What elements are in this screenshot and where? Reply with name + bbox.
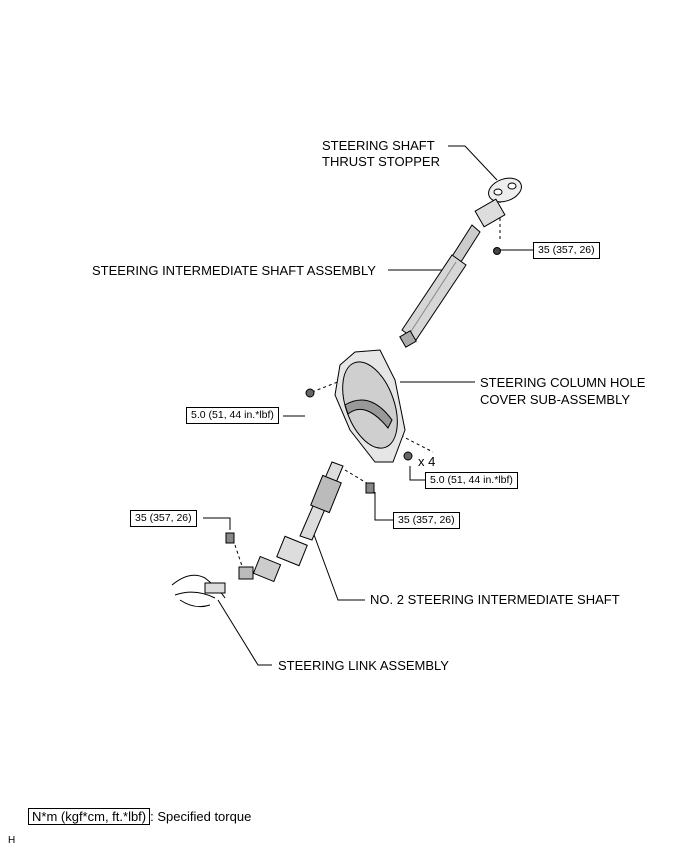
torque-cover-left: 5.0 (51, 44 in.*lbf) [186, 407, 279, 424]
leader-middle-bolt [374, 492, 393, 521]
thrust-stopper-part [488, 177, 522, 203]
torque-middle-bolt: 35 (357, 26) [393, 512, 460, 529]
torque-cover-right: 5.0 (51, 44 in.*lbf) [425, 472, 518, 489]
label-thrust-stopper-line2: THRUST STOPPER [322, 154, 440, 169]
label-thrust-stopper-line1: STEERING SHAFT [322, 138, 435, 153]
intermediate-shaft-part [399, 198, 506, 348]
label-hole-cover-line1: STEERING COLUMN HOLE [480, 375, 646, 390]
leader-no2-shaft [312, 531, 365, 601]
legend-key: N*m (kgf*cm, ft.*lbf) [28, 808, 151, 825]
hole-cover-part [305, 349, 413, 463]
torque-lower-bolt: 35 (357, 26) [130, 510, 197, 527]
steering-link-part [171, 574, 226, 608]
label-link-assembly: STEERING LINK ASSEMBLY [278, 658, 449, 673]
no2-shaft-part [225, 461, 375, 583]
label-intermediate-shaft: STEERING INTERMEDIATE SHAFT ASSEMBLY [92, 263, 376, 278]
leader-link-assembly [217, 599, 272, 666]
label-hole-cover-line2: COVER SUB-ASSEMBLY [480, 392, 631, 407]
torque-legend: N*m (kgf*cm, ft.*lbf): Specified torque [28, 808, 252, 825]
figure-code: H [8, 835, 16, 846]
leader-cover-right [409, 466, 425, 481]
torque-upper-bolt: 35 (357, 26) [533, 242, 600, 259]
legend-text: : Specified torque [150, 809, 252, 824]
leader-lower-bolt [203, 517, 231, 530]
leader-thrust-stopper [448, 145, 498, 181]
label-no2-shaft: NO. 2 STEERING INTERMEDIATE SHAFT [370, 592, 620, 607]
label-quantity: x 4 [418, 454, 436, 469]
